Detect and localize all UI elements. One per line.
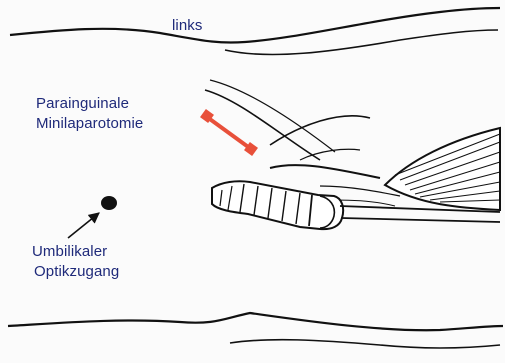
side-label: links [172, 16, 203, 35]
hatched-structure [385, 128, 500, 210]
inguinal-fold-4 [300, 149, 360, 160]
lower-body-contour-inner [230, 340, 500, 348]
inguinal-fold-1 [205, 90, 320, 160]
incision-label-line1: Parainguinale [36, 94, 129, 113]
lower-body-contour [8, 313, 503, 330]
port-label-line2: Optikzugang [34, 262, 119, 281]
upper-body-contour-inner [225, 30, 498, 55]
port-label-line1: Umbilikaler [32, 242, 107, 261]
thigh-fold [270, 165, 380, 178]
incision-label-line2: Minilaparotomie [36, 114, 143, 133]
upper-body-contour [10, 8, 500, 43]
pointer-arrow [68, 213, 99, 238]
inguinal-fold-2 [210, 80, 335, 152]
umbilical-port-dot [101, 196, 117, 210]
thigh-fold-3 [335, 200, 395, 206]
incision-marker [200, 109, 258, 156]
